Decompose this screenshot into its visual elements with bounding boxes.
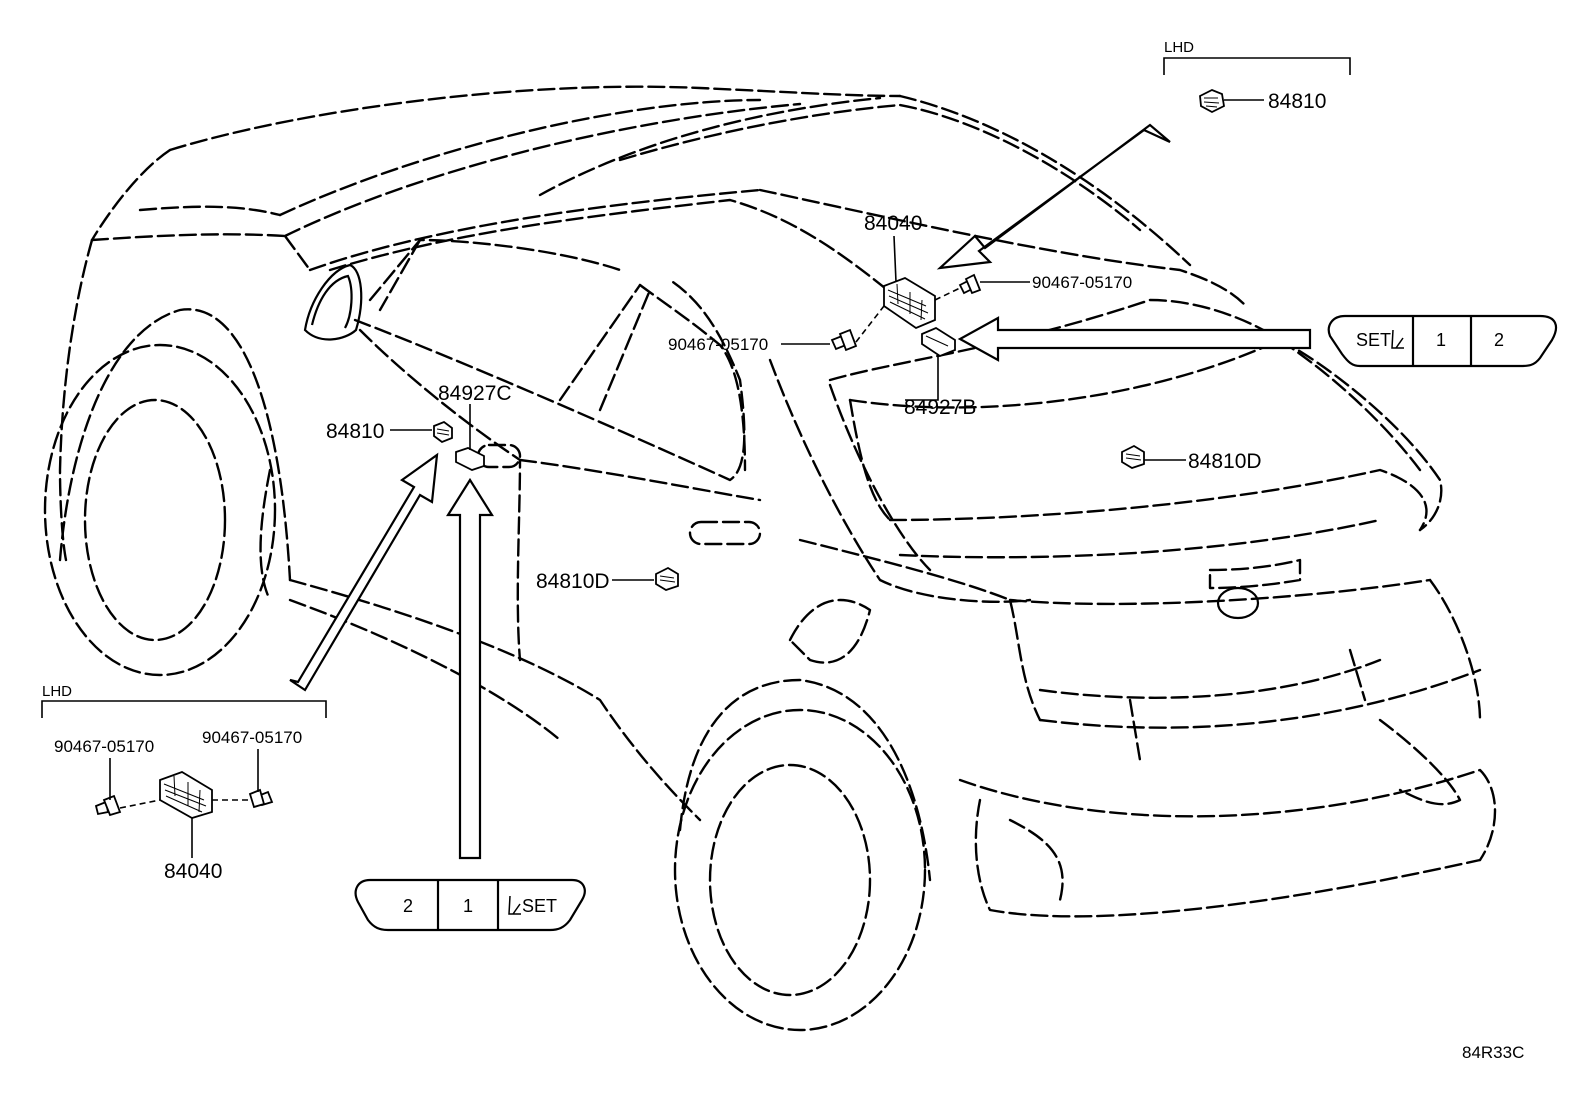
label-lhd-screw-right: 90467-05170 — [202, 728, 302, 747]
labels: LHD 84810 84040 90467-05170 90467-05170 … — [42, 39, 1524, 1062]
rhd-switch-part — [883, 277, 936, 330]
car-body-outline — [43, 85, 1497, 1032]
lhd-tag-top: LHD — [1164, 39, 1194, 56]
leader-lines — [41, 57, 1351, 858]
memory-panel-left: 2 1 SET — [354, 878, 586, 932]
arrow-to-mirror-switch — [289, 452, 439, 692]
parts — [94, 89, 1225, 819]
arrow-to-bezel-c — [446, 477, 494, 860]
lhd-switch-part — [159, 771, 213, 819]
screw-part — [248, 788, 274, 809]
memory-set-button: SET — [1356, 330, 1391, 350]
memory-1-button: 1 — [1436, 330, 1446, 350]
seat-icon — [1391, 329, 1404, 349]
seat-icon — [508, 895, 521, 915]
bezel-c-part — [455, 447, 485, 471]
bezel-b-part — [921, 326, 956, 358]
memory-2-button: 2 — [403, 896, 413, 916]
arrow-to-rhd-switch — [936, 123, 1171, 270]
memory-2-button: 2 — [1494, 330, 1504, 350]
memory-1-button: 1 — [463, 896, 473, 916]
lhd-tag-bottom: LHD — [42, 683, 72, 700]
door-switch-rear-part — [655, 566, 679, 591]
label-lhd-screw-left: 90467-05170 — [54, 737, 154, 756]
arrows — [289, 123, 1312, 860]
label-lhd-switch: 84040 — [164, 860, 222, 883]
screw-part — [94, 794, 122, 817]
screw-part — [958, 273, 982, 295]
memory-set-button: SET — [522, 896, 557, 916]
label-door-switch-rear: 84810D — [536, 570, 610, 593]
label-door-switch-back: 84810D — [1188, 450, 1262, 473]
arrow-to-bezel-b — [957, 316, 1312, 362]
label-screw-right: 90467-05170 — [1032, 273, 1132, 292]
memory-panel-right: SET 1 2 — [1327, 314, 1558, 368]
screw-part — [830, 328, 858, 352]
label-bezel-c: 84927C — [438, 382, 512, 405]
label-rhd-switch: 84040 — [864, 212, 922, 235]
door-switch-back-part — [1121, 444, 1145, 469]
mirror-switch-lhd-part — [1199, 89, 1225, 114]
label-mirror-switch-lhd: 84810 — [1268, 90, 1326, 113]
label-mirror-switch-front: 84810 — [326, 420, 384, 443]
label-bezel-b: 84927B — [904, 396, 976, 419]
mirror-switch-front-part — [433, 420, 453, 444]
label-screw-left: 90467-05170 — [668, 335, 768, 354]
diagram-code: 84R33C — [1462, 1043, 1524, 1062]
